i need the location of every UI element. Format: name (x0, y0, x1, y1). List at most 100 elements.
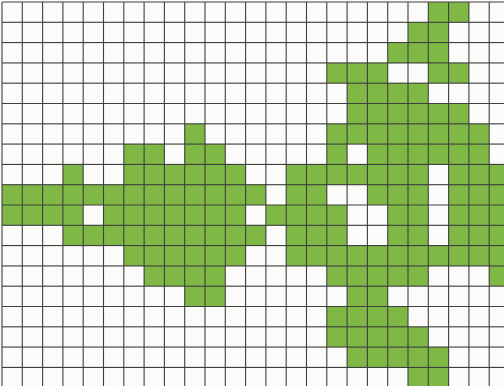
filled-cell (144, 164, 164, 184)
filled-cell (489, 164, 504, 184)
filled-cell (225, 225, 245, 245)
filled-cell (63, 164, 83, 184)
filled-cell (449, 225, 469, 245)
filled-cell (428, 367, 448, 386)
filled-cell (164, 205, 184, 225)
filled-cell (388, 43, 408, 63)
filled-cell (327, 205, 347, 225)
filled-cell (428, 2, 448, 22)
filled-cell (449, 205, 469, 225)
filled-cell (63, 225, 83, 245)
filled-cell (489, 225, 504, 245)
filled-cell (307, 246, 327, 266)
filled-cell (469, 205, 489, 225)
filled-cell (225, 185, 245, 205)
filled-cell (347, 63, 367, 83)
filled-cell (286, 246, 306, 266)
filled-cell (408, 205, 428, 225)
filled-cell (164, 266, 184, 286)
filled-cell (144, 266, 164, 286)
filled-cell (347, 83, 367, 103)
filled-cell (428, 347, 448, 367)
filled-cell (428, 104, 448, 124)
filled-cell (367, 266, 387, 286)
filled-cell (449, 144, 469, 164)
filled-cell (327, 327, 347, 347)
filled-cell (408, 43, 428, 63)
filled-cell (347, 347, 367, 367)
filled-cell (225, 246, 245, 266)
filled-cell (408, 124, 428, 144)
filled-cell (164, 164, 184, 184)
filled-cell (489, 266, 504, 286)
filled-cell (347, 104, 367, 124)
filled-cell (225, 164, 245, 184)
filled-cell (124, 164, 144, 184)
filled-cell (327, 225, 347, 245)
filled-cell (367, 144, 387, 164)
filled-cell (449, 104, 469, 124)
filled-cell (408, 185, 428, 205)
filled-cell (428, 144, 448, 164)
filled-cell (428, 63, 448, 83)
filled-cell (367, 307, 387, 327)
filled-cell (124, 144, 144, 164)
filled-cell (347, 286, 367, 306)
filled-cell (347, 327, 367, 347)
filled-cell (104, 205, 124, 225)
filled-cell (489, 205, 504, 225)
filled-cell (449, 246, 469, 266)
filled-cell (449, 63, 469, 83)
filled-cell (63, 205, 83, 225)
filled-cell (367, 185, 387, 205)
filled-cell (367, 286, 387, 306)
filled-cell (367, 347, 387, 367)
filled-cell (367, 164, 387, 184)
filled-cell (388, 205, 408, 225)
filled-cell (469, 225, 489, 245)
filled-cell (205, 266, 225, 286)
filled-cell (185, 124, 205, 144)
filled-cell (205, 205, 225, 225)
filled-cell (489, 246, 504, 266)
filled-cell (286, 225, 306, 245)
filled-cell (83, 185, 103, 205)
filled-cell (144, 246, 164, 266)
filled-cell (388, 83, 408, 103)
filled-cell (388, 225, 408, 245)
filled-cell (286, 164, 306, 184)
filled-cell (367, 104, 387, 124)
filled-cell (428, 43, 448, 63)
filled-cell (185, 144, 205, 164)
filled-cell (388, 144, 408, 164)
filled-cell (327, 124, 347, 144)
filled-cell (449, 2, 469, 22)
filled-cell (327, 63, 347, 83)
filled-cell (428, 246, 448, 266)
filled-cell (185, 185, 205, 205)
filled-cell (124, 205, 144, 225)
filled-cell (307, 185, 327, 205)
filled-cell (164, 246, 184, 266)
filled-cell (489, 185, 504, 205)
filled-cell (388, 246, 408, 266)
filled-cell (347, 124, 367, 144)
filled-cell (205, 286, 225, 306)
filled-cell (185, 164, 205, 184)
filled-cell (367, 327, 387, 347)
filled-cell (388, 327, 408, 347)
filled-cell (164, 225, 184, 245)
filled-cell (367, 63, 387, 83)
filled-cell (104, 225, 124, 245)
filled-cell (286, 205, 306, 225)
filled-cell (408, 164, 428, 184)
filled-cell (144, 185, 164, 205)
filled-cell (205, 246, 225, 266)
filled-cell (124, 185, 144, 205)
filled-cell (246, 225, 266, 245)
filled-cell (408, 22, 428, 42)
filled-cell (367, 83, 387, 103)
filled-cell (469, 124, 489, 144)
